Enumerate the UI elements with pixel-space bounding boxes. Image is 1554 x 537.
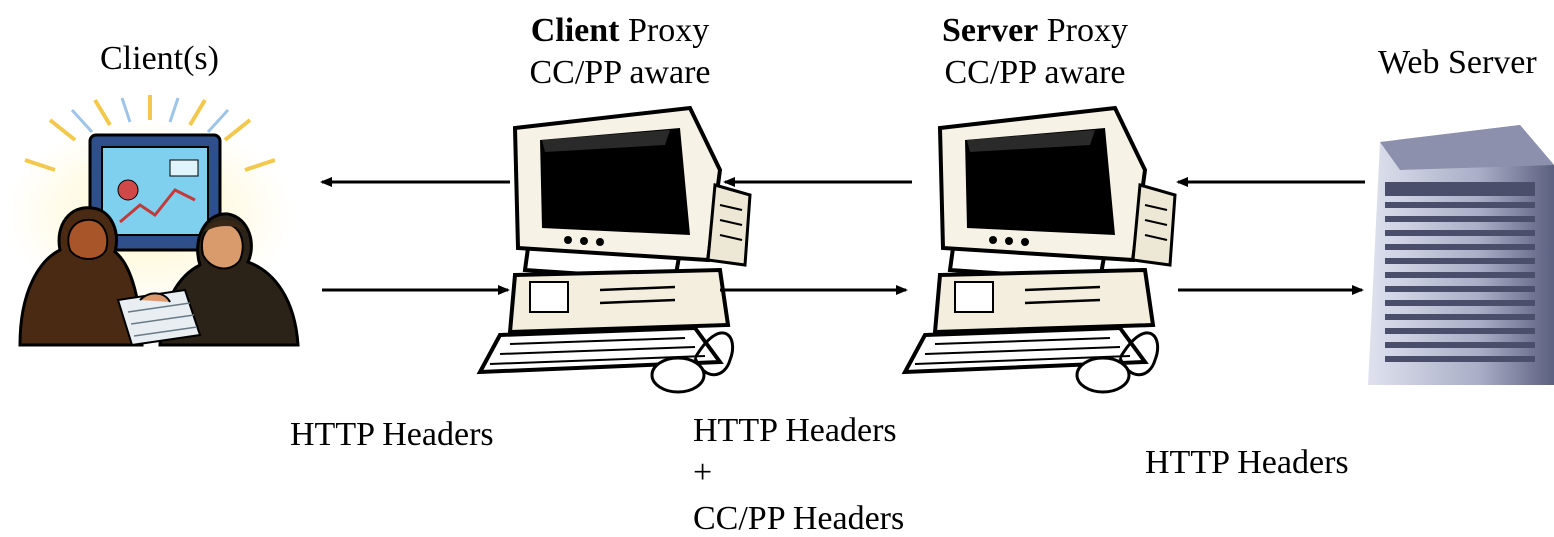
client-proxy-title-bold: Client — [530, 12, 620, 49]
link-label-server-web: HTTP Headers — [1145, 444, 1349, 481]
client-proxy-subtitle: CC/PP aware — [529, 54, 711, 91]
web-server-title: Web Server — [1378, 44, 1537, 81]
server-proxy-title-bold: Server — [941, 12, 1039, 49]
client-proxy-title: Client Proxy — [500, 14, 740, 48]
client-proxy-computer — [476, 105, 752, 394]
web-server-tower — [1368, 125, 1554, 385]
client-title: Client(s) — [100, 40, 219, 77]
link-label-proxy-proxy-line1: HTTP Headers — [693, 412, 897, 449]
link-label-proxy-proxy-line3: CC/PP Headers — [693, 500, 905, 537]
clients-illustration — [5, 95, 300, 347]
client-proxy-title-rest: Proxy — [619, 12, 710, 49]
link-label-proxy-proxy-line2: + — [693, 454, 713, 491]
server-proxy-subtitle: CC/PP aware — [944, 54, 1126, 91]
link-label-client-proxy: HTTP Headers — [290, 416, 494, 453]
server-proxy-computer — [901, 105, 1177, 394]
server-proxy-title: Server Proxy — [915, 14, 1155, 48]
server-proxy-title-rest: Proxy — [1038, 12, 1128, 49]
